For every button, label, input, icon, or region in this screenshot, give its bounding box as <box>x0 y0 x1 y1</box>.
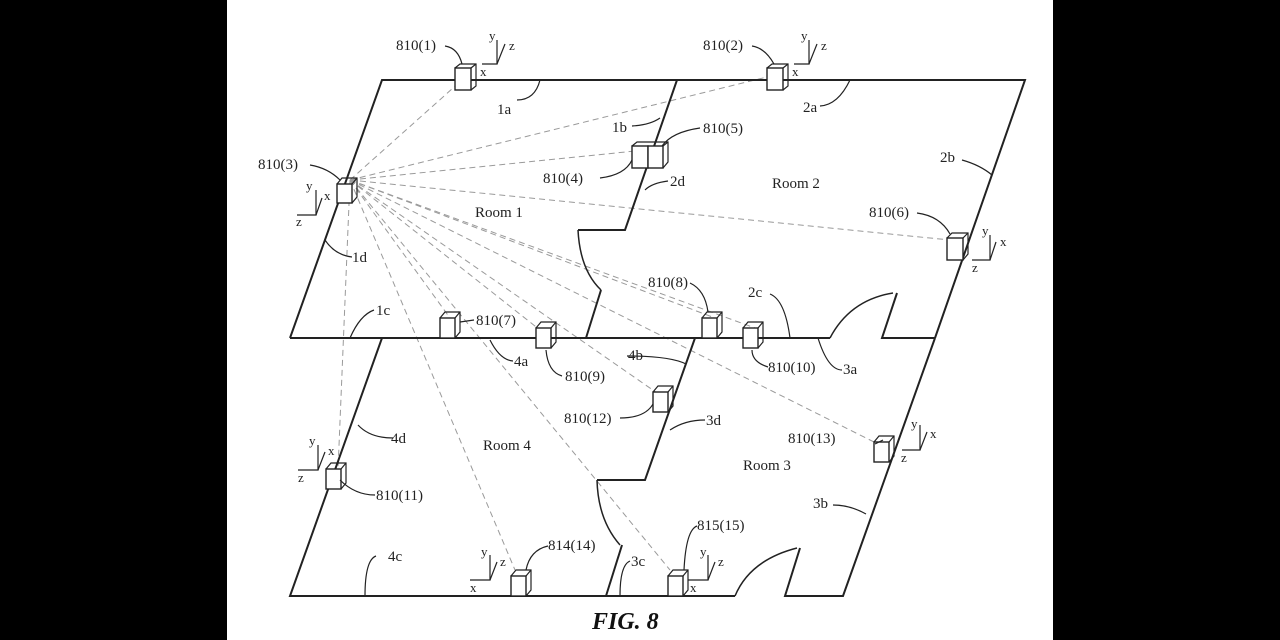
label-815-15: 815(15) <box>697 518 745 534</box>
label-810-6: 810(6) <box>869 205 909 221</box>
label-810-8: 810(8) <box>648 275 688 291</box>
svg-text:x: x <box>470 580 477 595</box>
wall-label-2a: 2a <box>803 100 818 116</box>
wall-label-1a: 1a <box>497 102 512 118</box>
svg-text:y: y <box>309 433 316 448</box>
label-810-10: 810(10) <box>768 360 816 376</box>
sensor-810-12[interactable] <box>652 385 674 413</box>
axis-triad-814-14 <box>470 555 498 581</box>
leader-lines <box>309 45 993 597</box>
axis-letters: y z x y z x y x z y x z y x z y x z y z … <box>296 28 1007 595</box>
room-3-label: Room 3 <box>743 458 791 474</box>
label-810-7: 810(7) <box>476 313 516 329</box>
svg-text:x: x <box>930 426 937 441</box>
svg-text:x: x <box>792 64 799 79</box>
svg-text:y: y <box>801 28 808 43</box>
label-810-9: 810(9) <box>565 369 605 385</box>
svg-text:z: z <box>972 260 978 275</box>
label-810-13: 810(13) <box>788 431 836 447</box>
svg-text:z: z <box>296 214 302 229</box>
axis-triad-815-15 <box>688 555 716 581</box>
svg-text:y: y <box>700 544 707 559</box>
wall-label-4a: 4a <box>514 354 529 370</box>
label-810-3: 810(3) <box>258 157 298 173</box>
label-814-14: 814(14) <box>548 538 596 554</box>
axis-triad-810-1 <box>482 40 506 65</box>
label-810-2: 810(2) <box>703 38 743 54</box>
label-810-5: 810(5) <box>703 121 743 137</box>
wall-label-4b: 4b <box>628 348 643 364</box>
axis-triads <box>297 40 997 581</box>
axis-triad-810-11 <box>298 445 326 471</box>
wall-label-2c: 2c <box>748 285 763 301</box>
svg-text:x: x <box>1000 234 1007 249</box>
svg-text:z: z <box>821 38 827 53</box>
sensor-810-5[interactable] <box>647 141 669 169</box>
wall-label-3a: 3a <box>843 362 858 378</box>
sensor-814-14[interactable] <box>510 569 532 597</box>
axis-triad-810-13 <box>902 425 928 451</box>
axis-triad-810-6 <box>972 235 997 261</box>
sensor-810-3[interactable] <box>336 177 358 204</box>
svg-text:x: x <box>324 188 331 203</box>
svg-text:y: y <box>911 416 918 431</box>
patent-sheet <box>227 0 1053 640</box>
wall-label-2b: 2b <box>940 150 955 166</box>
sensor-810-13[interactable] <box>873 435 895 463</box>
signal-rays <box>337 74 951 571</box>
wall-label-1b: 1b <box>612 120 627 136</box>
doors <box>577 229 894 597</box>
sensor-810-2[interactable] <box>766 63 789 91</box>
wall-label-4d: 4d <box>391 431 407 447</box>
label-810-12: 810(12) <box>564 411 612 427</box>
svg-text:x: x <box>480 64 487 79</box>
svg-text:z: z <box>901 450 907 465</box>
sensor-810-11[interactable] <box>325 462 347 490</box>
wall-label-2d: 2d <box>670 174 686 190</box>
svg-text:y: y <box>982 223 989 238</box>
wall-label-3c: 3c <box>631 554 646 570</box>
axis-triad-810-2 <box>794 40 818 65</box>
svg-text:y: y <box>306 178 313 193</box>
sensors <box>325 63 969 597</box>
wall-labels: 1a 1b 1c 1d 2a 2b 2c 2d 3a 3b 3c 3d 4a 4… <box>352 100 955 570</box>
room-4-label: Room 4 <box>483 438 531 454</box>
sensor-815-15[interactable] <box>667 569 689 597</box>
svg-text:y: y <box>489 28 496 43</box>
svg-text:y: y <box>481 544 488 559</box>
room-2-label: Room 2 <box>772 176 820 192</box>
wall-label-3d: 3d <box>706 413 722 429</box>
svg-text:z: z <box>509 38 515 53</box>
wall-label-1c: 1c <box>376 303 391 319</box>
svg-text:x: x <box>328 443 335 458</box>
wall-label-3b: 3b <box>813 496 828 512</box>
walls <box>288 79 1027 597</box>
wall-label-1d: 1d <box>352 250 368 266</box>
svg-text:x: x <box>690 580 697 595</box>
sensor-810-9[interactable] <box>535 321 557 349</box>
sensor-810-10[interactable] <box>742 321 764 349</box>
axis-triad-810-3 <box>297 190 323 216</box>
label-810-4: 810(4) <box>543 171 583 187</box>
label-810-11: 810(11) <box>376 488 423 504</box>
svg-text:z: z <box>718 554 724 569</box>
sensor-labels: 810(1) 810(2) 810(3) 810(4) 810(5) 810(6… <box>258 38 909 554</box>
wall-label-4c: 4c <box>388 549 403 565</box>
room-labels: Room 1 Room 2 Room 3 Room 4 <box>475 176 820 474</box>
sensor-810-8[interactable] <box>701 311 723 339</box>
sensor-810-1[interactable] <box>454 63 477 91</box>
label-810-1: 810(1) <box>396 38 436 54</box>
room-1-label: Room 1 <box>475 205 523 221</box>
sensor-810-7[interactable] <box>439 311 461 339</box>
svg-text:z: z <box>500 554 506 569</box>
figure-caption: FIG. 8 <box>591 609 659 635</box>
sensor-810-6[interactable] <box>946 232 969 261</box>
svg-text:z: z <box>298 470 304 485</box>
